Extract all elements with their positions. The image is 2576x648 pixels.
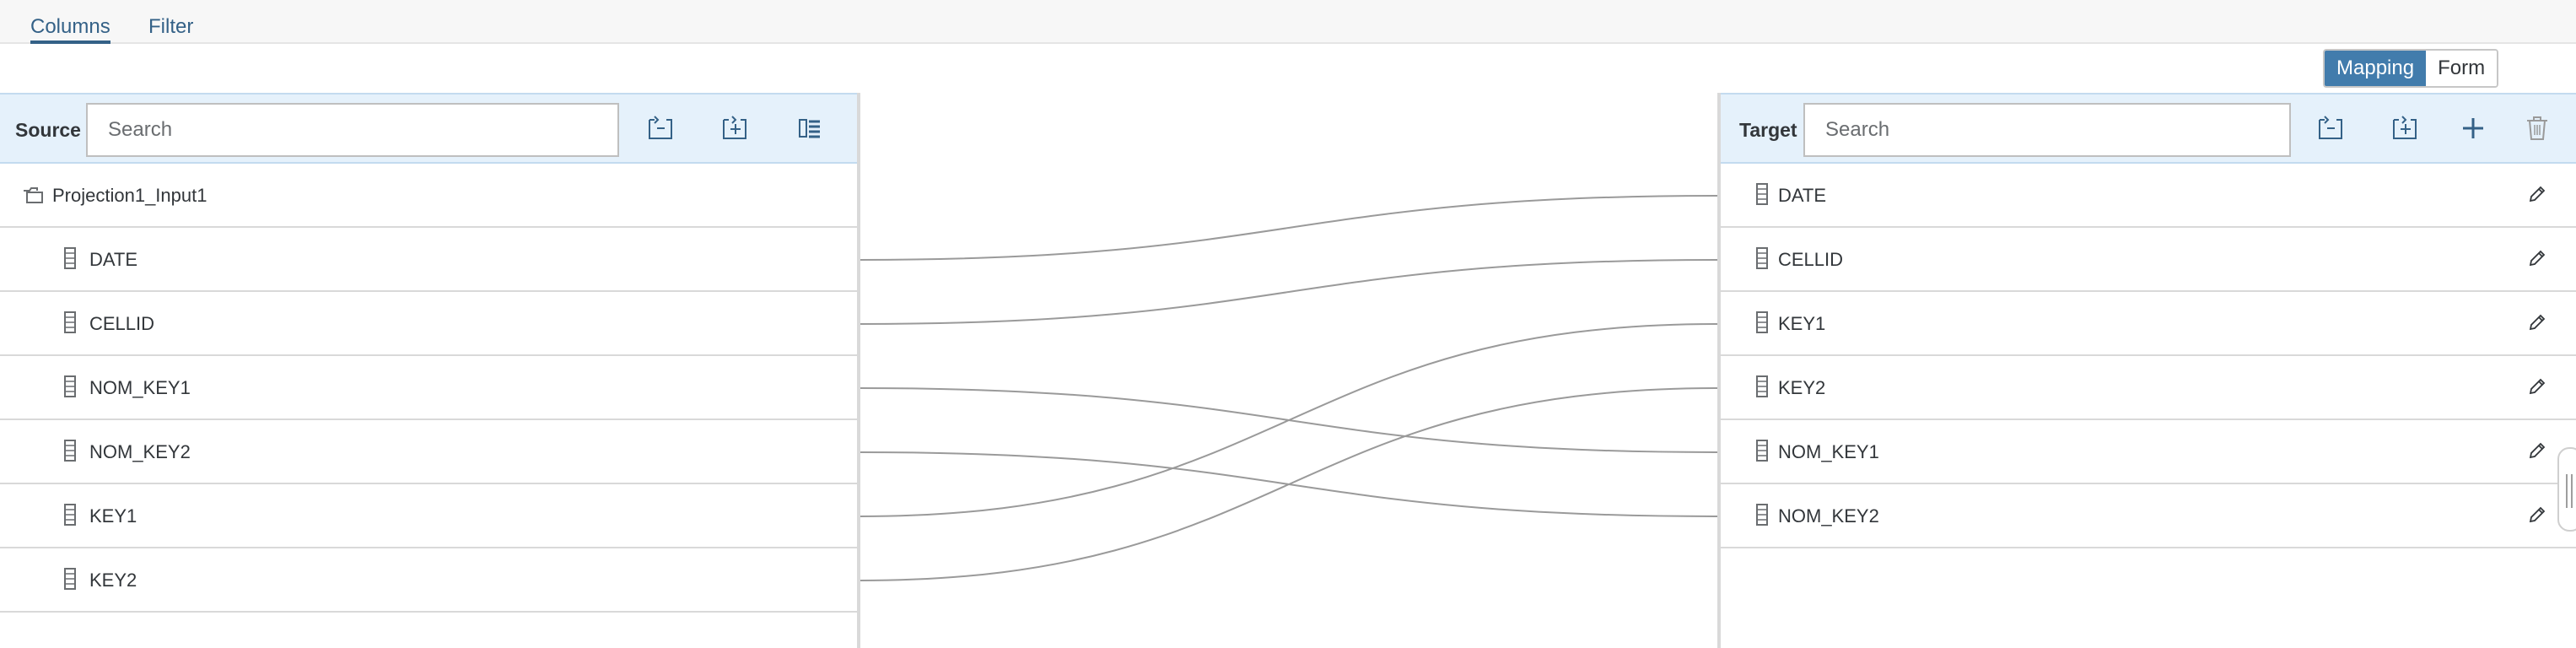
mapping-line[interactable] <box>860 323 1718 517</box>
source-column-row[interactable]: NOM_KEY1 <box>0 356 857 420</box>
target-column-list: DATE CELLID KEY1 KEY2 NOM_KEY1 NOM_KEY2 <box>1721 164 2576 548</box>
pencil-icon[interactable] <box>2527 376 2547 397</box>
projection-node-icon <box>22 186 44 204</box>
target-column-label: NOM_KEY1 <box>1778 441 1879 462</box>
source-panel: Source Search Projection1_Input1 DATE CE… <box>0 93 860 648</box>
source-node-label: Projection1_Input1 <box>52 185 207 206</box>
column-icon <box>64 504 76 526</box>
mapping-toggle-button[interactable]: Mapping <box>2325 51 2427 86</box>
target-column-label: DATE <box>1778 185 1827 206</box>
column-icon <box>64 311 76 333</box>
target-column-row[interactable]: NOM_KEY1 <box>1721 420 2576 484</box>
pencil-icon[interactable] <box>2527 505 2547 525</box>
target-column-row[interactable]: KEY1 <box>1721 292 2576 356</box>
column-icon <box>1756 375 1768 397</box>
resize-handle[interactable] <box>2557 447 2576 532</box>
mapping-line[interactable] <box>860 451 1718 517</box>
source-column-label: KEY2 <box>89 570 137 591</box>
expand-all-icon[interactable] <box>720 113 751 143</box>
mapping-line[interactable] <box>860 259 1718 325</box>
column-icon <box>1756 440 1768 462</box>
source-column-row[interactable]: DATE <box>0 228 857 292</box>
column-icon <box>64 375 76 397</box>
pencil-icon[interactable] <box>2527 184 2547 204</box>
view-toggle: Mapping Form <box>2323 49 2499 88</box>
collapse-all-icon[interactable] <box>646 113 676 143</box>
pencil-icon[interactable] <box>2527 440 2547 461</box>
target-column-row[interactable]: KEY2 <box>1721 356 2576 420</box>
source-label: Source <box>15 119 81 141</box>
source-column-label: CELLID <box>89 313 155 334</box>
column-icon <box>64 247 76 269</box>
source-column-row[interactable]: CELLID <box>0 292 857 356</box>
target-column-row[interactable]: NOM_KEY2 <box>1721 484 2576 548</box>
target-search-input[interactable]: Search <box>1803 103 2291 157</box>
source-column-row[interactable]: KEY2 <box>0 548 857 613</box>
column-icon <box>1756 183 1768 205</box>
collapse-all-icon[interactable] <box>2316 113 2347 143</box>
pencil-icon[interactable] <box>2527 312 2547 332</box>
column-icon <box>1756 504 1768 526</box>
target-column-label: CELLID <box>1778 249 1844 270</box>
form-toggle-button[interactable]: Form <box>2426 51 2498 86</box>
target-header: Target Search <box>1721 93 2576 164</box>
column-icon <box>64 440 76 462</box>
source-column-label: KEY1 <box>89 505 137 526</box>
source-header: Source Search <box>0 93 857 164</box>
tab-columns[interactable]: Columns <box>30 0 110 44</box>
tab-bar: Columns Filter <box>0 0 2576 44</box>
source-column-label: NOM_KEY2 <box>89 441 191 462</box>
column-icon <box>64 568 76 590</box>
mapping-line[interactable] <box>860 195 1718 261</box>
target-panel: Target Search DATE CELLID KEY1 <box>1717 93 2576 648</box>
source-column-row[interactable]: NOM_KEY2 <box>0 420 857 484</box>
hierarchy-icon[interactable] <box>795 113 825 143</box>
column-icon <box>1756 311 1768 333</box>
pencil-icon[interactable] <box>2527 248 2547 268</box>
source-search-input[interactable]: Search <box>86 103 619 157</box>
source-column-row[interactable]: KEY1 <box>0 484 857 548</box>
target-column-label: KEY2 <box>1778 377 1826 398</box>
mapping-line[interactable] <box>860 387 1718 581</box>
target-column-label: NOM_KEY2 <box>1778 505 1879 526</box>
target-column-row[interactable]: CELLID <box>1721 228 2576 292</box>
delete-icon[interactable] <box>2522 113 2552 143</box>
target-column-row[interactable]: DATE <box>1721 164 2576 228</box>
add-icon[interactable] <box>2458 113 2488 143</box>
source-column-label: NOM_KEY1 <box>89 377 191 398</box>
target-column-label: KEY1 <box>1778 313 1826 334</box>
expand-all-icon[interactable] <box>2390 113 2421 143</box>
target-label: Target <box>1739 119 1797 141</box>
source-column-label: DATE <box>89 249 138 270</box>
source-column-list: Projection1_Input1 DATE CELLID NOM_KEY1 … <box>0 164 857 613</box>
source-node-row[interactable]: Projection1_Input1 <box>0 164 857 228</box>
column-icon <box>1756 247 1768 269</box>
tab-filter[interactable]: Filter <box>148 15 194 38</box>
mapping-line[interactable] <box>860 387 1718 453</box>
